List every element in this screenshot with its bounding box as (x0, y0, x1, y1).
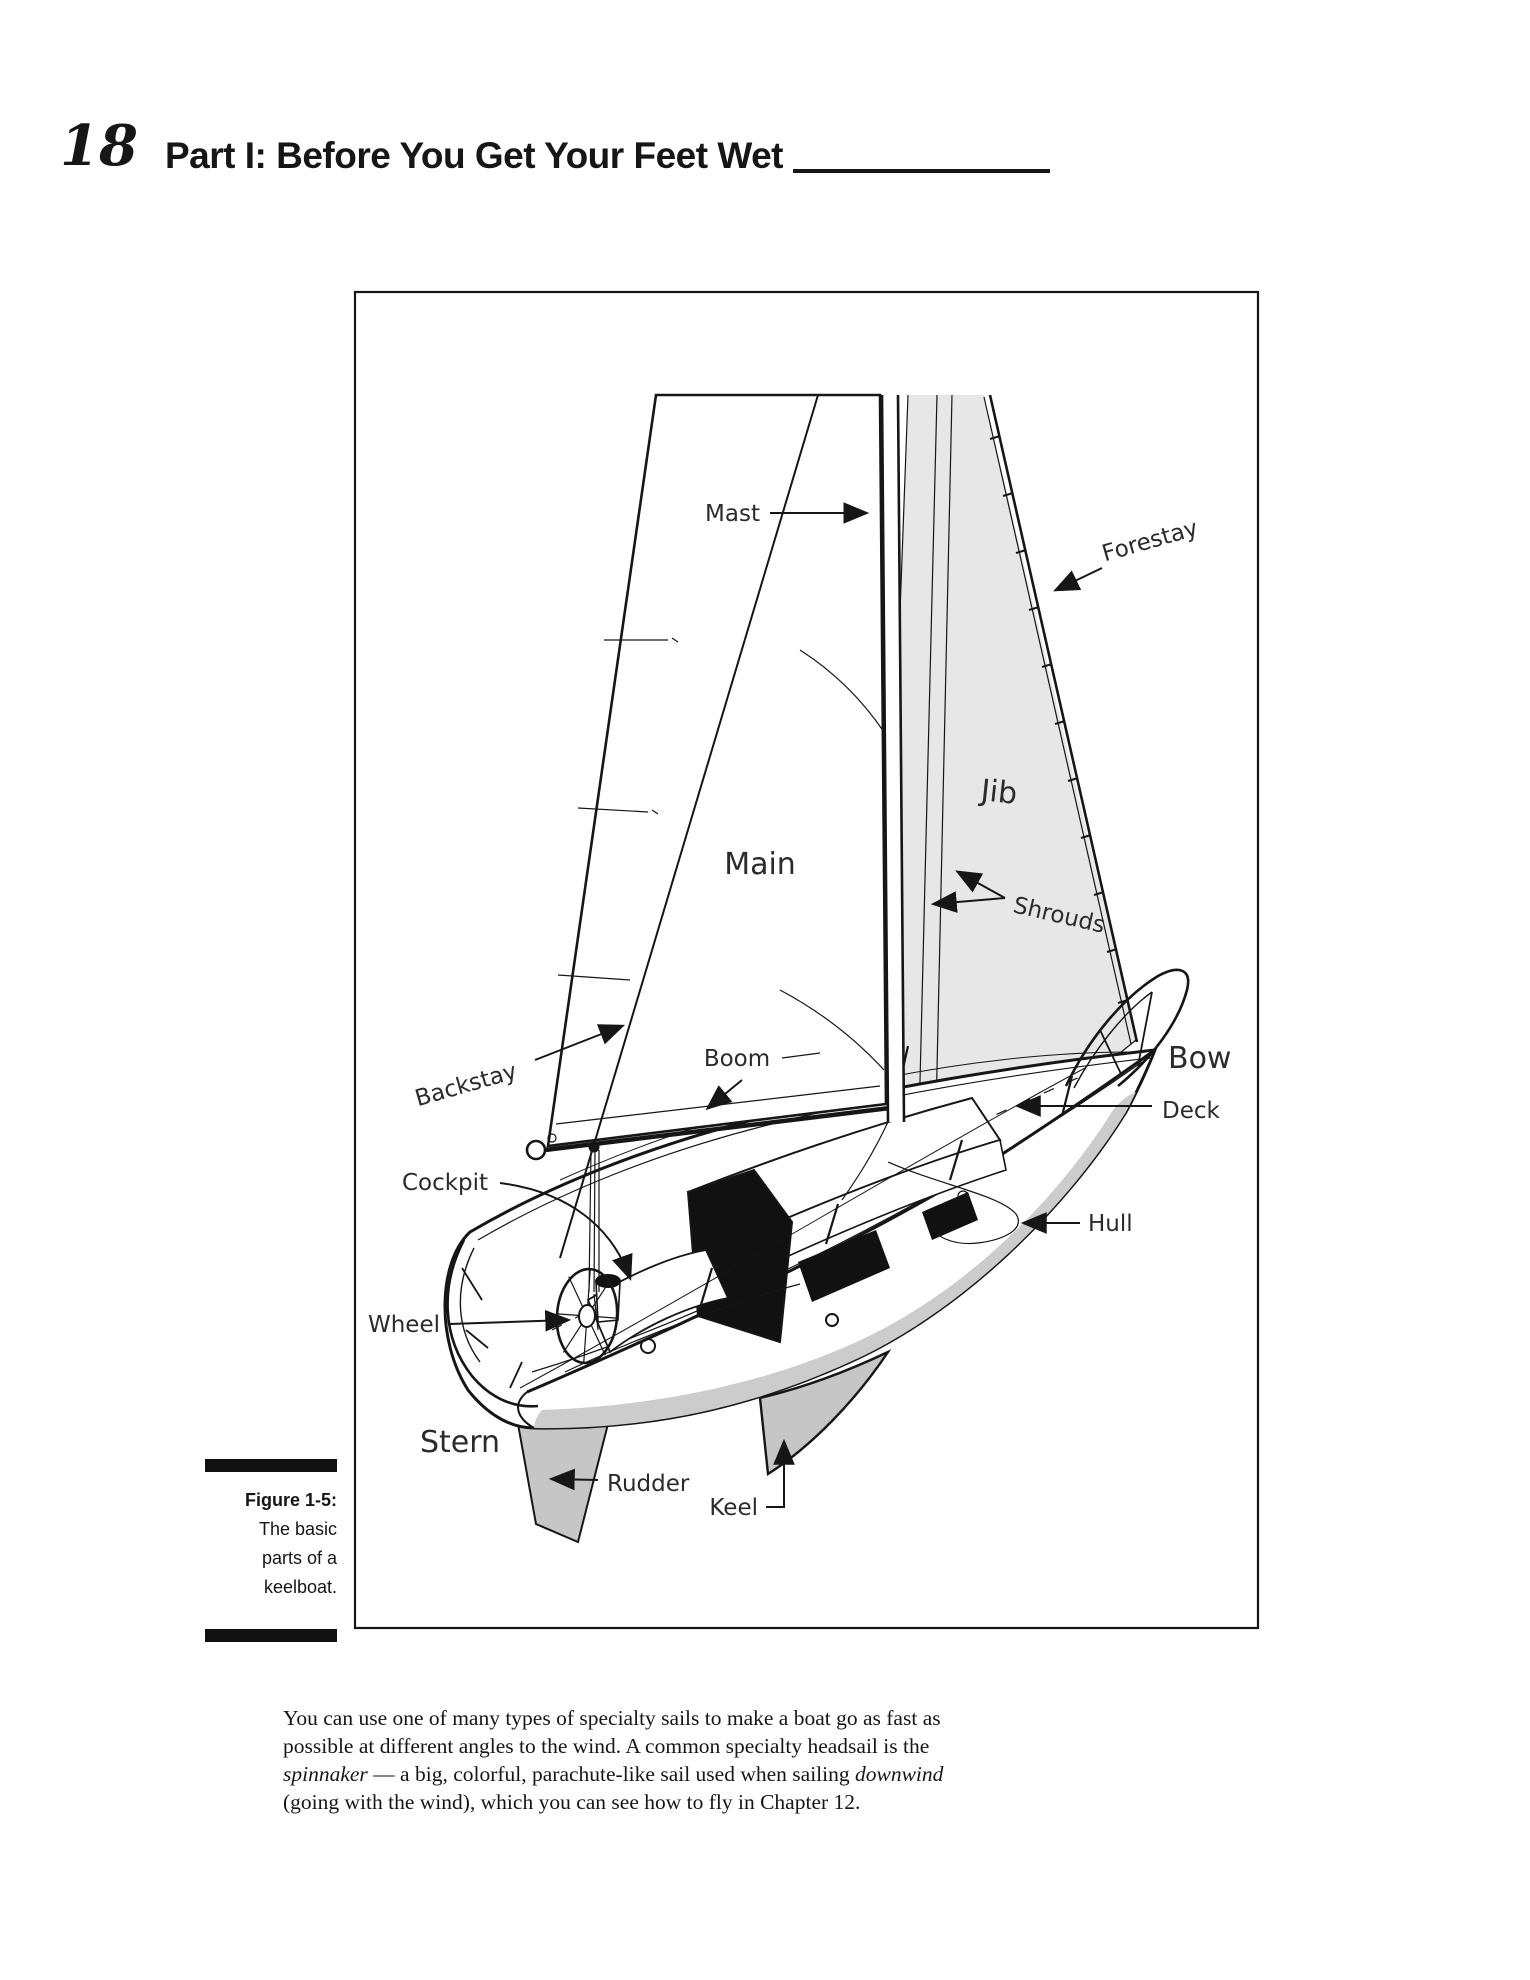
label-deck: Deck (1162, 1098, 1221, 1124)
shroud-line-forward (935, 394, 953, 1115)
sail-battens (557, 637, 885, 1071)
bow-pulpit (1064, 968, 1190, 1089)
label-hull: Hull (1088, 1211, 1133, 1237)
caption-bar-top (205, 1459, 337, 1472)
forestay-line (988, 394, 1139, 1043)
halyard-line (841, 1121, 889, 1201)
figure-caption: Figure 1-5: The basic parts of a keelboa… (205, 1459, 337, 1642)
backstay-arrow (534, 1024, 626, 1061)
label-bow: Bow (1168, 1041, 1231, 1076)
mast-right-edge (896, 394, 906, 1123)
cabin-window-aft (798, 1230, 890, 1302)
label-jib: Jib (977, 773, 1019, 812)
forestay-inner-line (983, 396, 1132, 1045)
body-paragraph: You can use one of many types of special… (283, 1706, 1073, 1818)
jib-sail (880, 395, 1136, 1158)
stern-rail (446, 1239, 539, 1408)
caption-line: parts of a (261, 1548, 337, 1568)
keel-leader (766, 1438, 795, 1508)
label-rudder: Rudder (607, 1471, 690, 1497)
jib-sheet-line (887, 1161, 1019, 1245)
forestay-arrow (1053, 567, 1103, 592)
label-cockpit: Cockpit (402, 1170, 488, 1196)
outhaul-ring (547, 1133, 557, 1143)
transom-near-edge (517, 1391, 535, 1429)
rudder-arrow (548, 1468, 599, 1491)
label-stern: Stern (420, 1425, 500, 1460)
cockpit-leader (499, 1182, 633, 1282)
steering-wheel (555, 1267, 621, 1365)
winch-aft (640, 1338, 656, 1354)
shrouds-arrow-1 (930, 891, 1006, 913)
caption-bar-bottom (205, 1629, 337, 1642)
boom-end-fitting (525, 1139, 547, 1161)
caption-line: The basic (258, 1519, 337, 1539)
boom (544, 1105, 891, 1153)
caption-title: Figure 1-5: (244, 1490, 337, 1510)
body-text: possible at different angles to the wind… (283, 1734, 930, 1758)
body-text: (going with the wind), which you can see… (283, 1790, 861, 1814)
mainsheet-lines (588, 1149, 600, 1331)
wheel-arrow (449, 1309, 572, 1332)
mast-left-edge (880, 394, 890, 1123)
boom-leader-line (781, 1052, 821, 1059)
caption-line: keelboat. (263, 1577, 337, 1597)
shrouds-arrow-2 (955, 870, 1006, 899)
hull-underbody (534, 1092, 1136, 1429)
deck-block (957, 1190, 969, 1202)
page-number: 18 (60, 113, 138, 179)
winch-forward (825, 1313, 839, 1327)
body-text: You can use one of many types of special… (283, 1706, 941, 1730)
label-wheel: Wheel (368, 1312, 440, 1338)
cockpit-coaming (564, 1283, 801, 1373)
body-text-italic: spinnaker (283, 1762, 368, 1786)
label-mast: Mast (705, 501, 760, 527)
header-rule (792, 168, 1050, 173)
part-title: Part I: Before You Get Your Feet Wet (165, 135, 783, 176)
running-header: Part I: Before You Get Your Feet Wet (165, 135, 1050, 177)
body-text: — a big, colorful, parachute-like sail u… (367, 1762, 855, 1786)
cabin-window-forward (922, 1192, 978, 1240)
boom-arrow (705, 1079, 743, 1111)
backstay-line (559, 394, 819, 1259)
body-text-italic: downwind (855, 1762, 944, 1786)
main-sail (546, 393, 888, 1148)
toe-rail-line (477, 1057, 1151, 1241)
label-boom: Boom (704, 1046, 770, 1072)
label-keel: Keel (709, 1495, 758, 1521)
label-main: Main (724, 847, 796, 882)
